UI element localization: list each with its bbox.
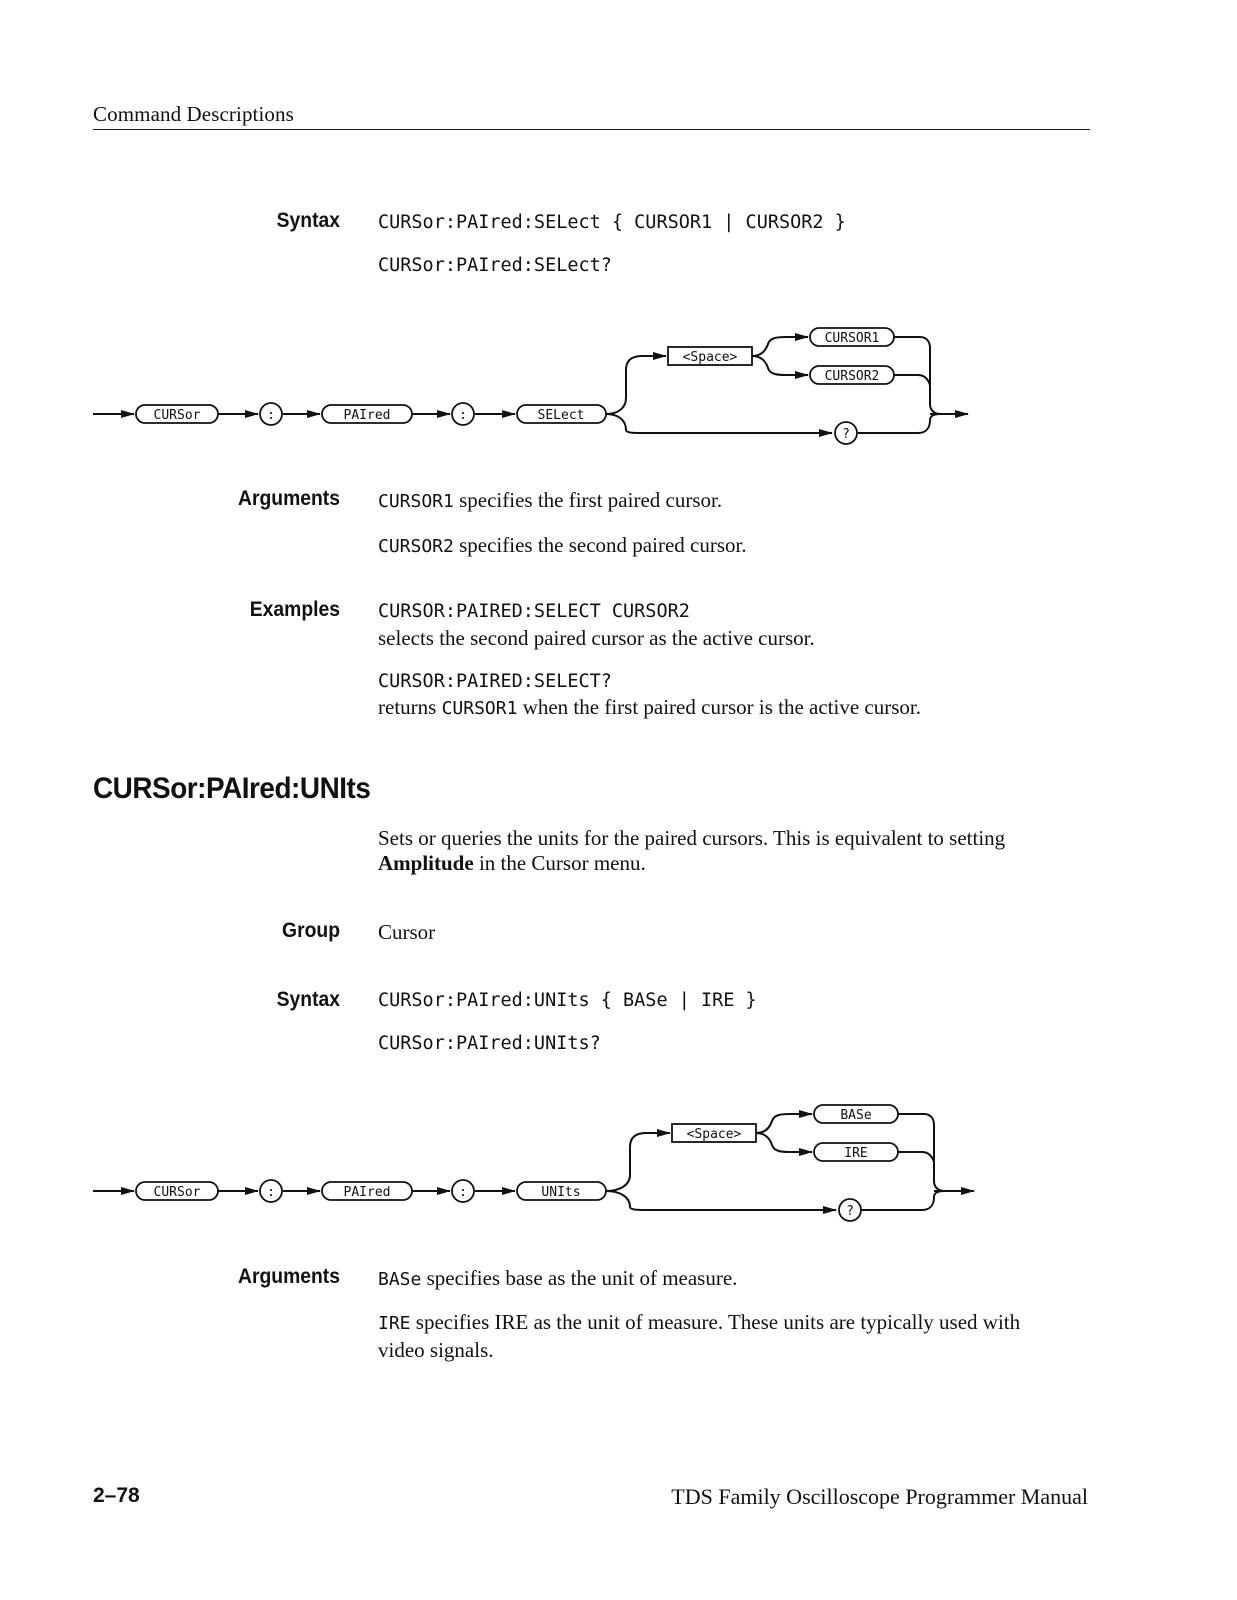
syntax-line: CURSor:PAIred:UNIts { BASe | IRE }: [378, 990, 757, 1011]
diagram-node-space: <Space>: [683, 350, 738, 365]
group-value: Cursor: [378, 920, 436, 944]
description-text: Sets or queries the units for the paired…: [378, 826, 1006, 850]
argument-text: specifies the second paired cursor.: [453, 533, 747, 557]
examples-label: Examples: [249, 598, 340, 621]
diagram-node-cursor2: CURSOR2: [825, 369, 880, 384]
arguments-label: Arguments: [238, 1265, 340, 1288]
diagram-node-select: SELect: [538, 408, 585, 423]
syntax-label: Syntax: [276, 209, 340, 232]
argument-base: BASe specifies base as the unit of measu…: [378, 1266, 1078, 1292]
diagram-node-paired: PAIred: [344, 408, 391, 423]
example-code: CURSOR:PAIRED:SELECT?: [378, 671, 612, 692]
diagram-node-cursor: CURSor: [154, 408, 201, 423]
diagram-node-cursor: CURSor: [154, 1185, 201, 1200]
diagram-node-colon: :: [267, 1185, 275, 1200]
manual-title: TDS Family Oscilloscope Programmer Manua…: [671, 1484, 1088, 1509]
syntax-query-line: CURSor:PAIred:UNIts?: [378, 1033, 601, 1054]
group-label: Group: [282, 919, 340, 942]
diagram-node-query: ?: [846, 1204, 854, 1219]
description-text: in the Cursor menu.: [473, 851, 646, 875]
section-description: Sets or queries the units for the paired…: [378, 826, 1058, 876]
section-heading: CURSor:PAIred:UNIts: [93, 772, 371, 805]
argument-ire: IRE specifies IRE as the unit of measure…: [378, 1309, 1058, 1363]
argument-code: BASe: [378, 1269, 422, 1290]
argument-code: IRE: [378, 1313, 411, 1334]
diagram-node-units: UNIts: [541, 1185, 580, 1200]
diagram-node-colon: :: [459, 1185, 467, 1200]
arguments-label: Arguments: [238, 487, 340, 510]
diagram-node-colon: :: [267, 408, 275, 423]
diagram-node-base: BASe: [840, 1108, 871, 1123]
syntax-label: Syntax: [276, 988, 340, 1011]
example-desc-text: returns: [378, 695, 442, 719]
syntax-line: CURSor:PAIred:SELect { CURSOR1 | CURSOR2…: [378, 212, 846, 233]
argument-text: specifies IRE as the unit of measure. Th…: [378, 1310, 1021, 1362]
header-rule: [93, 129, 1090, 130]
diagram-node-ire: IRE: [844, 1146, 867, 1161]
argument-code: CURSOR2: [378, 536, 454, 557]
argument-text: specifies the first paired cursor.: [453, 488, 723, 512]
example-description: returns CURSOR1 when the first paired cu…: [378, 695, 1078, 721]
argument-cursor2: CURSOR2 specifies the second paired curs…: [378, 533, 1078, 559]
argument-cursor1: CURSOR1 specifies the first paired curso…: [378, 488, 1078, 514]
example-description: selects the second paired cursor as the …: [378, 626, 815, 650]
argument-text: specifies base as the unit of measure.: [421, 1266, 738, 1290]
page-number: 2–78: [93, 1484, 140, 1507]
diagram-node-query: ?: [842, 427, 850, 442]
diagram-node-colon: :: [459, 408, 467, 423]
running-head: Command Descriptions: [93, 102, 294, 126]
diagram-node-paired: PAIred: [344, 1185, 391, 1200]
diagram-node-space: <Space>: [687, 1127, 742, 1142]
syntax-diagram-select: CURSor : PAIred : SELect <Space> CURSOR1…: [93, 327, 969, 445]
syntax-diagram-units: CURSor : PAIred : UNIts <Space> BASe IRE…: [93, 1104, 975, 1222]
description-bold: Amplitude: [378, 851, 474, 875]
example-code: CURSOR:PAIRED:SELECT CURSOR2: [378, 601, 690, 622]
syntax-query-line: CURSor:PAIred:SELect?: [378, 255, 612, 276]
example-desc-code: CURSOR1: [441, 698, 518, 719]
argument-code: CURSOR1: [378, 491, 454, 512]
diagram-node-cursor1: CURSOR1: [825, 331, 880, 346]
example-desc-text: when the first paired cursor is the acti…: [517, 695, 921, 719]
